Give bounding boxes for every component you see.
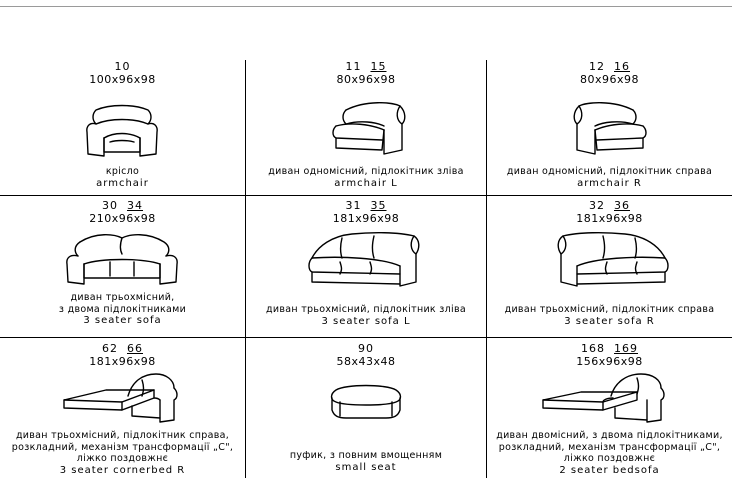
product-cell: 10 100x96x98 крісло armchair [0, 60, 245, 195]
product-cell: 12 16 80x96x98 диван одномісний, підлокі… [487, 60, 732, 195]
product-description: диван двомісний, з двома підлокітниками,… [487, 430, 732, 477]
product-code: 11 15 [345, 60, 387, 73]
product-dimensions: 80x96x98 [336, 73, 396, 86]
sofa-3-seater-icon [66, 234, 178, 285]
sofa-3-seater-right-icon [557, 231, 669, 287]
product-cell: 90 58x43x48 пуфик, з повним вмощенням sm… [246, 338, 486, 478]
product-code: 32 36 [589, 199, 630, 212]
product-dimensions: 156x96x98 [576, 355, 643, 368]
product-dimensions: 181x96x98 [576, 212, 643, 225]
product-code: 31 35 [345, 199, 387, 212]
description-line: диван трьохмісний, [70, 292, 175, 303]
english-name: small seat [335, 461, 397, 473]
armchair-icon [86, 104, 158, 157]
product-cell: 62 66 181x96x98 диван трьохмісний, підло… [0, 338, 245, 478]
english-name: 2 seater bedsofa [559, 464, 660, 476]
armchair-left-icon [332, 102, 406, 155]
sofa-3-seater-left-icon [308, 231, 420, 287]
description-line: розкладний, механізм трансформації „C", [11, 441, 234, 453]
cornerbed-icon [63, 373, 178, 423]
product-dimensions: 80x96x98 [579, 73, 639, 86]
top-rule [0, 6, 732, 7]
product-code: 10 [114, 60, 131, 73]
product-cell: 32 36 181x96x98 диван трьохмісний, підло… [487, 196, 732, 337]
product-description: пуфик, з повним вмощенням small seat [246, 450, 486, 474]
product-description: диван трьохмісний, підлокітник справа, р… [0, 430, 245, 477]
product-dimensions: 58x43x48 [336, 355, 396, 368]
english-name: 3 seater sofa L [321, 315, 411, 327]
product-description: диван трьохмісний, підлокітник справа 3 … [487, 304, 732, 328]
product-cell: 11 15 80x96x98 диван одномісний, підлокі… [246, 60, 486, 195]
english-name: 3 seater sofa R [564, 315, 655, 327]
product-description: диван одномісний, підлокітник зліва armc… [246, 166, 486, 190]
grid-divider [486, 60, 487, 478]
pouf-icon [330, 384, 402, 419]
description-line: диван одномісний, підлокітник справа [506, 166, 713, 177]
description-line: пуфик, з повним вмощенням [289, 450, 443, 461]
description-line: диван трьохмісний, підлокітник справа, [15, 430, 230, 441]
bedsofa-icon [542, 373, 665, 423]
product-code: 168 169 [581, 342, 638, 355]
description-line: диван двомісний, з двома підлокітниками, [496, 430, 723, 441]
product-grid: 10 100x96x98 крісло armchair 11 15 80x96… [0, 60, 732, 478]
product-code: 12 16 [589, 60, 630, 73]
product-dimensions: 210x96x98 [89, 212, 156, 225]
english-name: armchair [96, 177, 149, 189]
english-name: 3 seater sofa [83, 315, 162, 326]
product-description: диван трьохмісний, з двома підлокітникам… [0, 292, 245, 327]
english-name: 3 seater cornerbed R [59, 464, 186, 476]
description-line: ліжко поздовжнє [563, 453, 656, 464]
product-description: крісло armchair [0, 166, 245, 190]
english-name: armchair L [334, 177, 398, 189]
armchair-right-icon [573, 102, 647, 155]
grid-divider [245, 60, 246, 478]
product-dimensions: 181x96x98 [89, 355, 156, 368]
product-dimensions: 181x96x98 [332, 212, 400, 225]
description-line: диван одномісний, підлокітник зліва [268, 166, 464, 177]
product-code: 90 [358, 342, 374, 355]
description-line: з двома підлокітниками [58, 303, 187, 315]
grid-divider [0, 195, 732, 196]
product-dimensions: 100x96x98 [89, 73, 156, 86]
description-line: диван трьохмісний, підлокітник справа [504, 304, 715, 315]
product-cell: 168 169 156x96x98 диван двомісний, з дво… [487, 338, 732, 478]
description-line: диван трьохмісний, підлокітник зліва [266, 304, 466, 315]
product-description: диван трьохмісний, підлокітник зліва 3 s… [246, 304, 486, 328]
description-line: крісло [105, 166, 140, 177]
product-cell: 30 34 210x96x98 диван трьохмісний, з дво… [0, 196, 245, 337]
grid-divider [0, 337, 732, 338]
product-description: диван одномісний, підлокітник справа arm… [487, 166, 732, 190]
english-name: armchair R [577, 177, 642, 189]
product-code: 30 34 [102, 199, 143, 212]
product-cell: 31 35 181x96x98 диван трьохмісний, підло… [246, 196, 486, 337]
description-line: розкладний, механізм трансформації „C", [498, 441, 721, 453]
product-code: 62 66 [102, 342, 143, 355]
description-line: ліжко поздовжнє [76, 453, 169, 464]
